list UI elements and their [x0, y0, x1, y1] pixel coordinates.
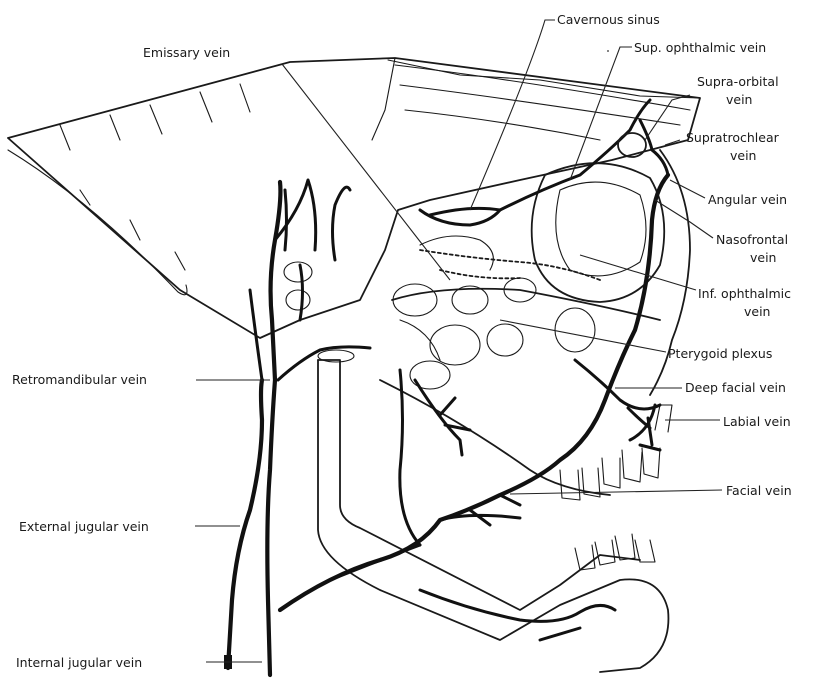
cavernous-sinus-vessel — [420, 210, 500, 225]
label-emissary-vein: Emissary vein — [143, 45, 230, 60]
label-labial-vein: Labial vein — [723, 414, 791, 429]
labels: Cavernous sinus Emissary vein Sup. ophth… — [12, 12, 792, 670]
label-facial-vein: Facial vein — [726, 483, 792, 498]
label-retromandibular-vein: Retromandibular vein — [12, 372, 147, 387]
internal-jugular-vessel — [267, 182, 280, 675]
label-inf-ophthalmic-vein-line2: vein — [744, 304, 770, 319]
label-inf-ophthalmic-vein-line1: Inf. ophthalmic — [698, 286, 791, 301]
label-pterygoid-plexus: Pterygoid plexus — [668, 346, 772, 361]
scalp-vessel — [285, 187, 350, 260]
leader-inf-ophthalmic — [580, 255, 696, 290]
pterygoid-branch — [415, 380, 470, 455]
label-angular-vein: Angular vein — [708, 192, 787, 207]
external-jugular-vessel — [228, 380, 262, 668]
flap-hatching — [60, 84, 250, 270]
label-nasofrontal-vein-line2: vein — [750, 250, 776, 265]
mandible-ramus — [318, 360, 640, 610]
pterygoid-network — [284, 236, 595, 389]
leader-sup-ophthalmic — [570, 47, 632, 180]
leader-supra-orbital — [645, 95, 690, 140]
leader-angular — [670, 180, 705, 198]
leader-emissary-vein — [282, 64, 450, 280]
label-supratrochlear-vein-line1: Supratrochlear — [686, 130, 780, 145]
leader-facial — [510, 490, 722, 494]
facial-vessel — [280, 175, 668, 610]
label-sup-ophthalmic-vein: Sup. ophthalmic vein — [634, 40, 766, 55]
label-supra-orbital-vein-line2: vein — [726, 92, 752, 107]
angular-vessel — [640, 120, 668, 175]
label-deep-facial-vein: Deep facial vein — [685, 380, 786, 395]
label-supratrochlear-vein-line2: vein — [730, 148, 756, 163]
label-internal-jugular-vein: Internal jugular vein — [16, 655, 142, 670]
submental-vessel — [420, 590, 615, 640]
supra-orbital-foramen — [618, 133, 646, 157]
flap-fold — [8, 150, 187, 295]
upper-teeth — [560, 405, 672, 500]
retromandibular-vessel — [278, 265, 370, 380]
scalp-flap — [8, 58, 700, 338]
skull-illustration — [8, 58, 700, 675]
label-nasofrontal-vein-line1: Nasofrontal — [716, 232, 788, 247]
label-cavernous-sinus: Cavernous sinus — [557, 12, 660, 27]
leader-pterygoid — [500, 320, 666, 352]
label-supra-orbital-vein-line1: Supra-orbital — [697, 74, 779, 89]
label-external-jugular-vein: External jugular vein — [19, 519, 149, 534]
